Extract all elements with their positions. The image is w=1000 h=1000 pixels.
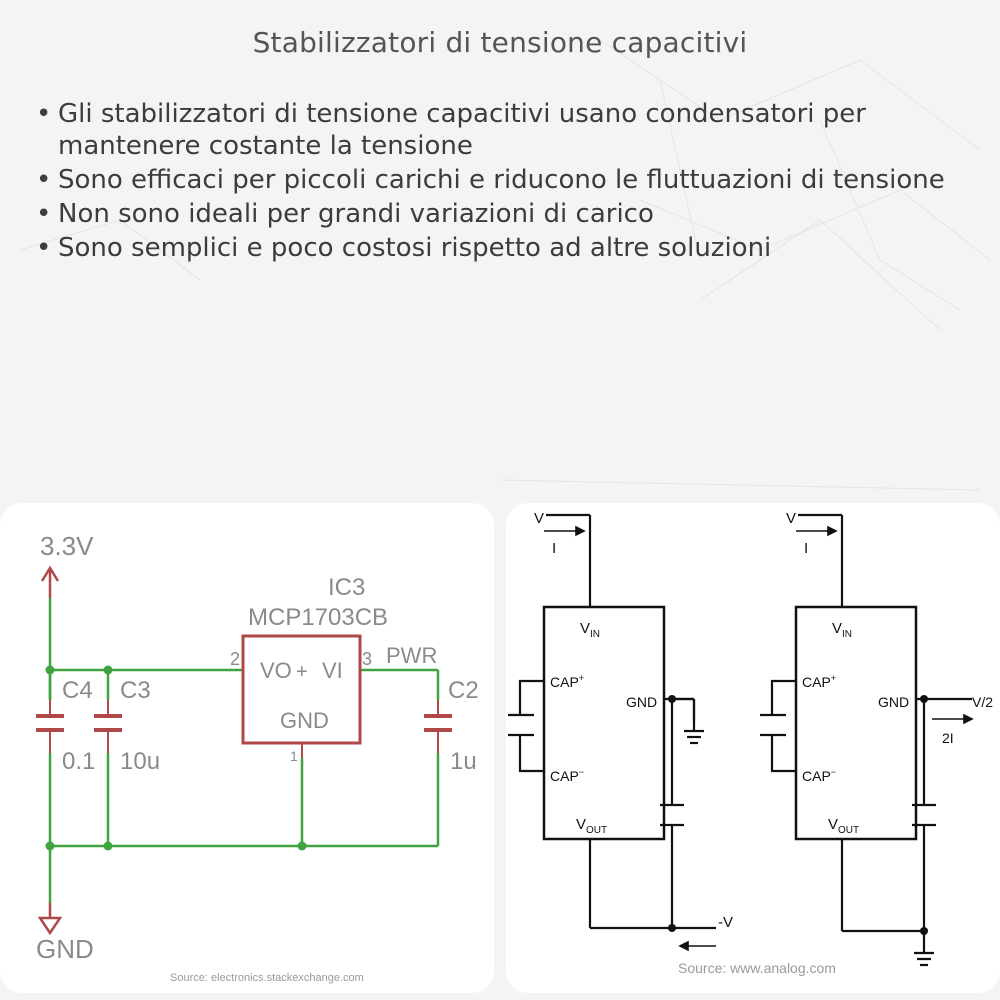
circuit-1-wires <box>508 513 716 930</box>
c3-name: C3 <box>120 677 151 704</box>
c2-v-label: V <box>786 510 796 527</box>
c1-cap-minus-label: CAP− <box>550 767 584 784</box>
pin-gnd-label: GND <box>280 708 329 733</box>
ground-icon <box>914 951 934 967</box>
c2-vout-label: VOUT <box>828 816 859 836</box>
pin-vi-label: VI <box>322 658 343 683</box>
bullet-text: Gli stabilizzatori di tensione capacitiv… <box>58 99 866 161</box>
capacitor-c2 <box>424 700 452 753</box>
c1-vin-label: VIN <box>580 620 600 640</box>
right-schematic-panel: V I VIN CAP+ CAP− GND VOUT -V V I VIN CA… <box>506 503 1000 993</box>
output-arrow-icon <box>678 940 716 952</box>
bullet-item: •Gli stabilizzatori di tensione capaciti… <box>36 98 976 162</box>
c1-i-label: I <box>552 540 556 557</box>
ground-label: GND <box>36 934 94 964</box>
bullet-text: Non sono ideali per grandi variazioni di… <box>58 199 654 229</box>
supply-label: 3.3V <box>40 531 94 561</box>
c2-i-label: I <box>804 540 808 557</box>
c3-value: 10u <box>120 748 160 775</box>
c2-value: 1u <box>450 748 477 775</box>
c2-gnd-label: GND <box>878 694 909 710</box>
bullet-marker: • <box>36 165 52 195</box>
ic-part-label: MCP1703CB <box>248 604 388 631</box>
c2-vin-label: VIN <box>832 620 852 640</box>
bullet-item: •Sono semplici e poco costosi rispetto a… <box>36 232 976 264</box>
circuit-2-wires <box>760 513 972 953</box>
bullet-marker: • <box>36 199 52 229</box>
junction-dots <box>668 695 676 932</box>
c1-gnd-label: GND <box>626 694 657 710</box>
pin3-label: 3 <box>362 649 372 669</box>
ground-icon <box>684 699 704 745</box>
pin-plus-label: + <box>296 661 308 683</box>
bullet-list: •Gli stabilizzatori di tensione capaciti… <box>36 98 976 266</box>
source-label: Source: www.analog.com <box>678 960 836 976</box>
pin-vo-label: VO <box>260 658 292 683</box>
capacitor-c3 <box>94 700 122 753</box>
page-title: Stabilizzatori di tensione capacitivi <box>252 26 748 59</box>
c4-name: C4 <box>62 677 93 704</box>
source-label: Source: electronics.stackexchange.com <box>170 972 364 984</box>
bullet-marker: • <box>36 99 52 129</box>
output-arrow-icon <box>932 713 974 725</box>
net-pwr-label: PWR <box>386 643 437 668</box>
c1-cap-plus-label: CAP+ <box>550 673 584 690</box>
ic-ref-label: IC3 <box>328 574 365 601</box>
current-arrow-icon <box>796 525 838 537</box>
ldo-schematic: 3.3V IC3 MCP1703CB 2 3 1 VO + VI GND PWR… <box>36 531 479 984</box>
c1-out-label: -V <box>718 914 733 931</box>
bullet-text: Sono efficaci per piccoli carichi e ridu… <box>58 165 945 195</box>
junction-dots <box>920 695 928 935</box>
c4-value: 0.1 <box>62 748 95 775</box>
c2-cap-minus-label: CAP− <box>802 767 836 784</box>
c1-vout-label: VOUT <box>576 816 607 836</box>
bullet-text: Sono semplici e poco costosi rispetto ad… <box>58 233 772 263</box>
pin2-label: 2 <box>230 649 240 669</box>
c1-v-label: V <box>534 510 544 527</box>
c2-out-label: V/2 <box>972 694 993 710</box>
current-arrow-icon <box>544 525 586 537</box>
bullet-marker: • <box>36 233 52 263</box>
junction-dots <box>45 665 307 851</box>
bullet-item: •Non sono ideali per grandi variazioni d… <box>36 198 976 230</box>
pin1-label: 1 <box>290 748 298 764</box>
bullet-item: •Sono efficaci per piccoli carichi e rid… <box>36 164 976 196</box>
left-schematic-panel: 3.3V IC3 MCP1703CB 2 3 1 VO + VI GND PWR… <box>0 503 494 993</box>
c2-name: C2 <box>448 677 479 704</box>
c2-cap-plus-label: CAP+ <box>802 673 836 690</box>
charge-pump-schematic: V I VIN CAP+ CAP− GND VOUT -V V I VIN CA… <box>508 510 993 976</box>
wires <box>48 598 440 903</box>
c2-current-label: 2I <box>942 730 954 746</box>
capacitor-c4 <box>36 700 64 753</box>
supply-arrow-icon <box>40 565 60 598</box>
ground-icon <box>37 903 63 936</box>
